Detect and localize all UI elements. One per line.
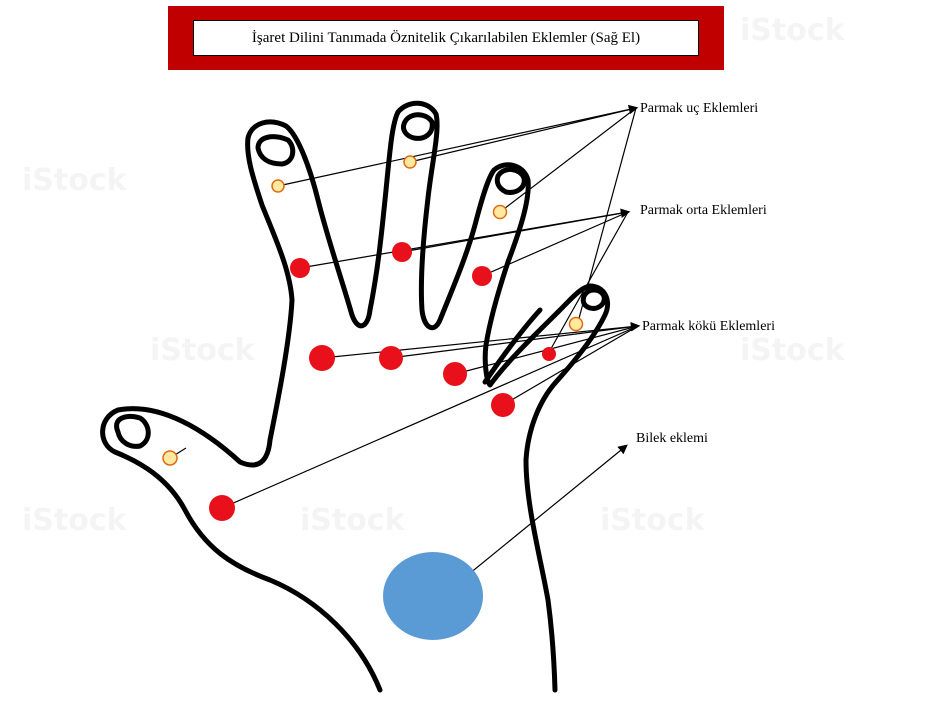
joint-tip-thumb — [163, 451, 177, 465]
leader-tip-index — [278, 108, 636, 186]
joint-mid-ring — [472, 266, 492, 286]
hand-outline — [103, 103, 608, 690]
svg-text:iStock: iStock — [150, 333, 256, 368]
fingertip-joints — [163, 156, 583, 465]
joint-base-index — [309, 345, 335, 371]
wrist-joint — [383, 552, 483, 640]
label-wrist-joint: Bilek eklemi — [636, 431, 708, 446]
label-middle-joints: Parmak orta Eklemleri — [640, 203, 767, 218]
joint-mid-index — [290, 258, 310, 278]
svg-text:iStock: iStock — [740, 333, 846, 368]
svg-text:iStock: iStock — [22, 163, 128, 198]
label-fingertip-joints: Parmak uç Eklemleri — [640, 101, 758, 116]
svg-text:iStock: iStock — [600, 503, 706, 538]
joint-mid-pinky — [542, 347, 556, 361]
joint-tip-ring — [494, 206, 507, 219]
joint-tip-middle — [404, 156, 416, 168]
joint-base-pinky — [491, 393, 515, 417]
red-joints — [209, 242, 556, 521]
joint-base-ring — [443, 362, 467, 386]
leader-tip-ring — [500, 108, 636, 212]
joint-base-thumb — [209, 495, 235, 521]
joint-tip-index — [272, 180, 284, 192]
svg-text:iStock: iStock — [740, 13, 846, 48]
label-base-joints: Parmak kökü Eklemleri — [642, 319, 775, 334]
joint-base-middle — [379, 346, 403, 370]
joint-tip-pinky — [570, 318, 583, 331]
leader-mid-ring — [482, 212, 628, 276]
svg-text:iStock: iStock — [22, 503, 128, 538]
joint-mid-middle — [392, 242, 412, 262]
watermarks: iStock iStock iStock iStock iStock iStoc… — [22, 13, 846, 538]
leader-tip-middle — [410, 108, 636, 162]
svg-text:iStock: iStock — [300, 503, 406, 538]
